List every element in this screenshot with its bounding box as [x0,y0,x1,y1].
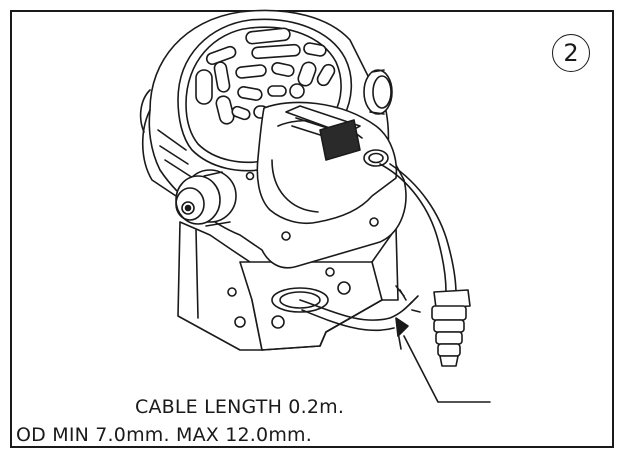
marine-loudspeaker-illustration [139,9,407,269]
callout-leader-line [395,317,491,403]
cable-diameter-label: OD MIN 7.0mm. MAX 12.0mm. [16,424,312,446]
mounting-bracket-illustration [177,221,399,351]
drawing-frame [10,10,614,448]
step-number-badge: 2 [552,34,590,72]
cable-length-label: CABLE LENGTH 0.2m. [135,396,345,418]
cable-with-connector-illustration [299,149,471,367]
